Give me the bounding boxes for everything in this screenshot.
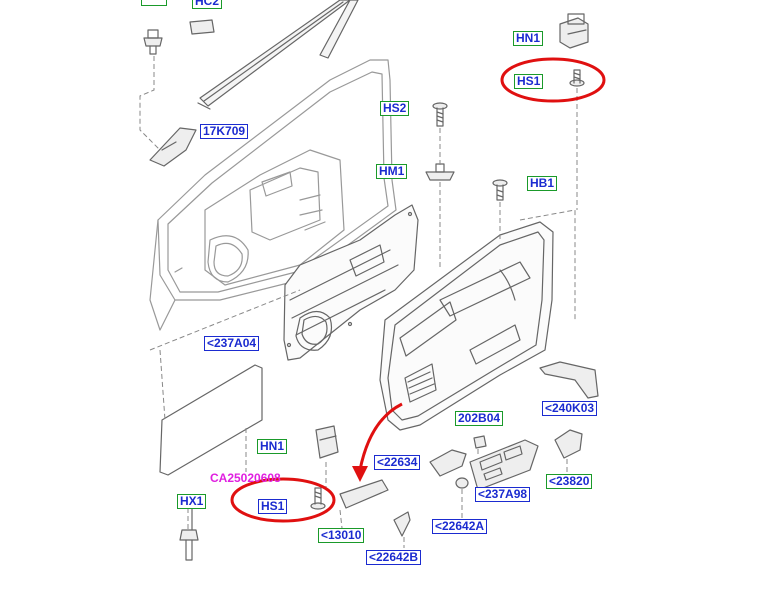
highlight-hs1-bottom [230, 477, 336, 523]
label-22642b[interactable]: <22642B [366, 550, 422, 565]
label-hn1-bottom[interactable]: HN1 [257, 439, 288, 454]
bezel-22642a [455, 477, 469, 489]
label-hc2[interactable]: HC2 [192, 0, 223, 9]
label-hb1[interactable]: HB1 [527, 176, 558, 191]
label-hs1-top[interactable]: HS1 [514, 74, 544, 89]
push-pin-clip [143, 29, 163, 55]
label-hs2[interactable]: HS2 [380, 101, 410, 116]
label-top-left-clip[interactable] [141, 0, 167, 6]
highlight-arrow [352, 402, 403, 482]
nut-hm1 [425, 163, 455, 181]
bolt-hb1 [492, 179, 508, 201]
screw-hs1-bottom [310, 487, 326, 510]
nut-hn1-bottom [315, 425, 339, 459]
label-hx1[interactable]: HX1 [177, 494, 207, 509]
mirror-trim [149, 127, 197, 167]
highlight-hs1-top [500, 57, 606, 103]
door-shell [149, 59, 397, 331]
label-22634[interactable]: <22634 [374, 455, 421, 470]
door-glass [159, 364, 263, 476]
label-22642a[interactable]: <22642A [432, 519, 488, 534]
leader-lines [139, 56, 578, 548]
fastener-hx1 [179, 503, 199, 561]
label-17k709[interactable]: 17K709 [200, 124, 249, 139]
door-trim-panel [379, 221, 554, 431]
glass-run-channel [197, 0, 359, 110]
label-237a04[interactable]: <237A04 [204, 336, 260, 351]
label-202b04[interactable]: 202B04 [455, 411, 504, 426]
highlight-marks [230, 57, 606, 523]
clip-202b04 [473, 435, 487, 449]
label-237a98[interactable]: <237A98 [475, 487, 531, 502]
part-22642b [393, 511, 411, 537]
trim-13010 [339, 479, 389, 509]
clip-hc2 [189, 19, 215, 35]
watershield-panel [283, 204, 419, 361]
switch-panel-237a98 [469, 439, 539, 491]
label-13010[interactable]: <13010 [318, 528, 365, 543]
label-hs1-bottom[interactable]: HS1 [258, 499, 288, 514]
label-hm1[interactable]: HM1 [376, 164, 408, 179]
label-240k03[interactable]: <240K03 [542, 401, 598, 416]
screw-hs2 [432, 102, 448, 127]
nut-hn1-top [559, 13, 589, 49]
label-23820[interactable]: <23820 [546, 474, 593, 489]
handle-bezel-22634 [429, 449, 467, 477]
diagram-caption: CA25020608 [210, 471, 281, 485]
pull-handle-240k03 [539, 361, 599, 399]
label-hn1-top[interactable]: HN1 [513, 31, 544, 46]
screw-hs1-top [569, 69, 585, 87]
cover-23820 [554, 429, 583, 459]
